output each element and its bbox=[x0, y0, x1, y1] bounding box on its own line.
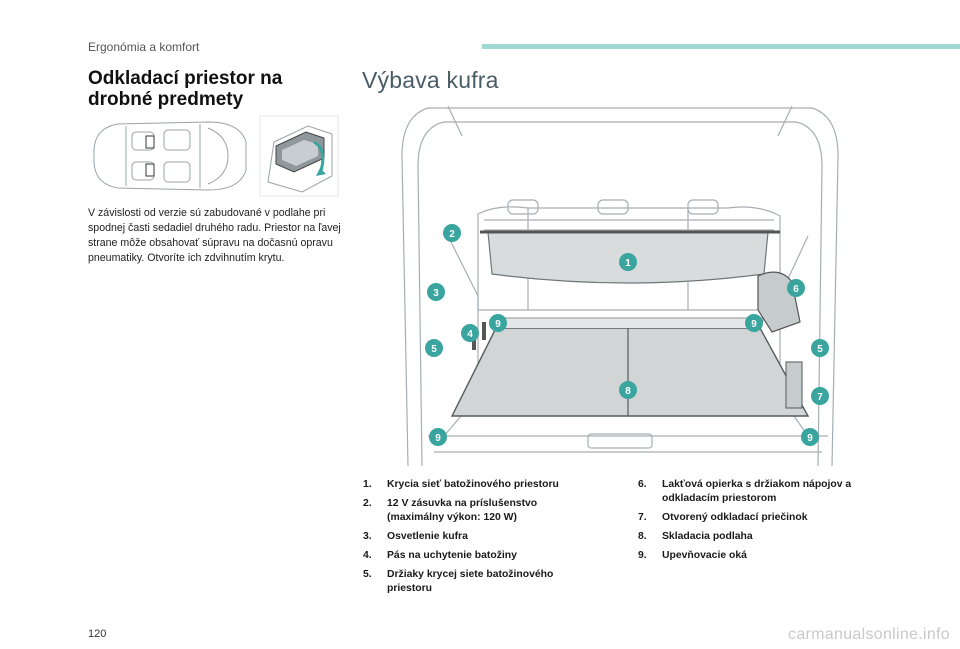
callout-2: 2 bbox=[443, 224, 461, 242]
watermark: carmanualsonline.info bbox=[788, 626, 950, 643]
trunk-equipment-diagram: 1 2 3 4 5 5 6 7 8 9 9 9 9 bbox=[401, 105, 839, 467]
list-item: 4.Pás na uchytenie batožiny bbox=[363, 550, 517, 561]
equipment-list-col1: 1.Krycia sieť batožinového priestoru 2.1… bbox=[363, 478, 597, 601]
chapter-title: Ergonómia a komfort bbox=[88, 40, 200, 54]
svg-text:9: 9 bbox=[751, 319, 757, 330]
callout-3: 3 bbox=[427, 283, 445, 301]
callout-7: 7 bbox=[811, 387, 829, 405]
list-item: 9.Upevňovacie oká bbox=[638, 550, 747, 561]
callout-markers: 1 2 3 4 5 5 6 7 8 9 9 9 9 bbox=[425, 224, 829, 446]
callout-9-a: 9 bbox=[489, 314, 507, 332]
svg-text:1: 1 bbox=[625, 258, 631, 269]
svg-text:8: 8 bbox=[625, 386, 631, 397]
equipment-list-col2: 6.Lakťová opierka s držiakom nápojov a o… bbox=[638, 478, 872, 568]
storage-illustration bbox=[93, 115, 339, 197]
callout-1: 1 bbox=[619, 253, 637, 271]
svg-text:6: 6 bbox=[793, 284, 799, 295]
svg-text:3: 3 bbox=[433, 288, 439, 299]
list-item: 6.Lakťová opierka s držiakom nápojov a o… bbox=[638, 479, 852, 504]
page-number: 120 bbox=[88, 628, 107, 640]
svg-text:9: 9 bbox=[807, 433, 813, 444]
callout-9-c: 9 bbox=[429, 428, 447, 446]
svg-text:9: 9 bbox=[495, 319, 501, 330]
section-title-storage: Odkladací priestor na drobné predmety bbox=[88, 68, 283, 110]
callout-9-d: 9 bbox=[801, 428, 819, 446]
callout-6: 6 bbox=[787, 279, 805, 297]
svg-text:4: 4 bbox=[467, 329, 473, 340]
section-title-trunk: Výbava kufra bbox=[362, 67, 499, 93]
svg-text:5: 5 bbox=[817, 344, 823, 355]
callout-5-left: 5 bbox=[425, 339, 443, 357]
list-item: 1.Krycia sieť batožinového priestoru bbox=[363, 479, 559, 490]
svg-text:2: 2 bbox=[449, 229, 455, 240]
callout-5-right: 5 bbox=[811, 339, 829, 357]
callout-4: 4 bbox=[461, 324, 479, 342]
svg-text:5: 5 bbox=[431, 344, 437, 355]
callout-8: 8 bbox=[619, 381, 637, 399]
list-item: 5.Držiaky krycej siete batožinového prie… bbox=[363, 569, 554, 594]
header-accent-bar bbox=[482, 44, 960, 49]
list-item: 2.12 V zásuvka na príslušenstvo (maximál… bbox=[363, 498, 538, 523]
list-item: 3.Osvetlenie kufra bbox=[363, 531, 468, 542]
svg-text:9: 9 bbox=[435, 433, 441, 444]
list-item: 8.Skladacia podlaha bbox=[638, 531, 753, 542]
storage-description: V závislosti od verzie sú zabudované v p… bbox=[88, 207, 341, 264]
list-item: 7.Otvorený odkladací priečinok bbox=[638, 512, 808, 523]
svg-text:7: 7 bbox=[817, 392, 823, 403]
callout-9-b: 9 bbox=[745, 314, 763, 332]
